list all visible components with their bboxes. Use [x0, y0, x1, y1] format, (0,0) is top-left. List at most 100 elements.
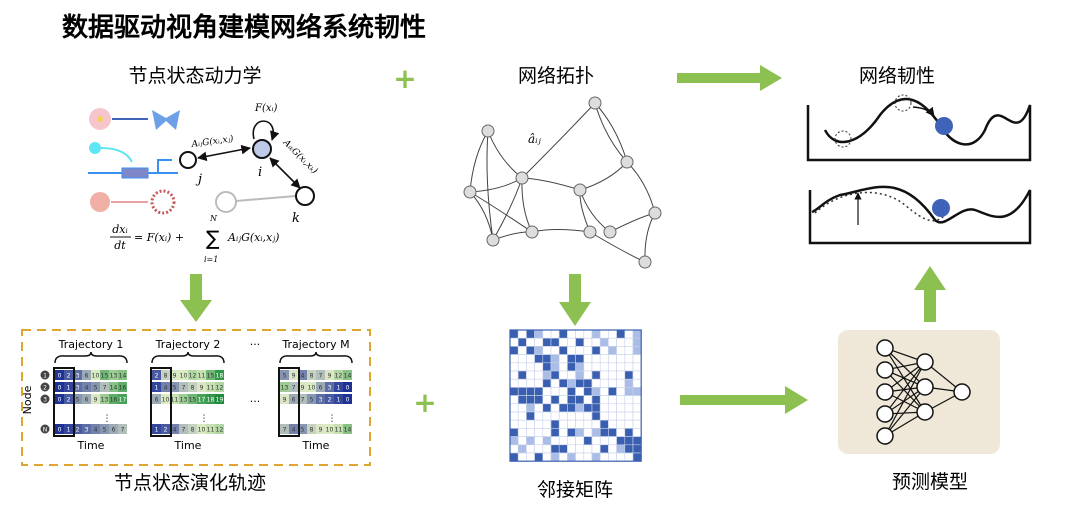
matrix-cell	[575, 346, 585, 355]
plus-sign: +	[413, 386, 436, 419]
matrix-cell	[509, 387, 519, 396]
matrix-cell	[583, 362, 593, 372]
matrix-cell	[517, 403, 527, 413]
matrix-cell	[616, 337, 626, 347]
matrix-cell	[567, 411, 576, 421]
matrix-cell	[591, 337, 601, 347]
matrix-cell	[534, 346, 544, 355]
cell-value: 11	[335, 427, 343, 434]
node-badge	[40, 382, 50, 392]
matrix-cell	[624, 329, 634, 339]
trajectory-cell	[64, 394, 73, 404]
trajectory-cell	[73, 382, 82, 392]
cell-value: 18	[216, 373, 224, 380]
trajectory-cell	[152, 424, 161, 434]
cell-value: 9	[328, 373, 332, 380]
matrix-cell	[567, 370, 576, 380]
svg-text:AᵢₖG(xᵢ,xₖ): AᵢₖG(xᵢ,xₖ)	[280, 137, 320, 177]
heading-trajectories: 节点状态演化轨迹	[114, 472, 266, 494]
node-label: 3	[43, 397, 47, 404]
cell-value: 2	[164, 427, 168, 434]
matrix-cell	[591, 436, 601, 446]
matrix-cell	[542, 354, 552, 364]
row-ellipsis: ⋮	[103, 414, 112, 424]
matrix-cell	[517, 436, 527, 446]
matrix-cell	[526, 419, 535, 429]
matrix-cell	[583, 428, 593, 437]
cell-value: 5	[103, 427, 107, 434]
matrix-cell	[583, 395, 593, 405]
trajectory-cell	[109, 424, 118, 434]
cell-value: 9	[292, 373, 296, 380]
cell-value: 9	[173, 373, 177, 380]
ellipsis: ···	[250, 395, 261, 408]
trajectory-cell	[307, 424, 316, 434]
trajectory-cell	[307, 382, 316, 392]
matrix-cell	[616, 346, 626, 355]
cell-value: 12	[216, 385, 224, 392]
trajectory-cell	[289, 394, 298, 404]
matrix-cell	[509, 362, 519, 372]
cell-value: 14	[344, 427, 352, 434]
matrix-cell	[616, 378, 626, 388]
trajectory-cell	[197, 394, 206, 404]
trajectory-cell	[298, 370, 307, 380]
matrix-cell	[599, 436, 609, 446]
matrix-cell	[550, 452, 560, 462]
cell-value: 13	[101, 397, 109, 404]
cell-value: 5	[94, 385, 98, 392]
cell-value: 8	[310, 373, 314, 380]
matrix-cell	[632, 436, 642, 446]
nn-neuron	[916, 353, 934, 371]
matrix-cell	[534, 403, 544, 413]
matrix-cell	[542, 419, 552, 429]
matrix-cell	[509, 329, 519, 339]
trajectory-cell	[316, 394, 325, 404]
matrix-cell	[632, 387, 642, 396]
topology-edge	[642, 212, 656, 263]
trajectory-cell	[91, 394, 100, 404]
trajectory-cell	[215, 382, 224, 392]
matrix-cell	[591, 444, 601, 454]
matrix-cell	[542, 329, 552, 339]
matrix-cell	[599, 337, 609, 347]
cell-value: 1	[67, 385, 71, 392]
topology-node	[638, 255, 652, 269]
matrix-cell	[616, 444, 626, 454]
trajectory-cell	[188, 382, 197, 392]
cell-value: 5	[283, 373, 287, 380]
node-label: 1	[43, 373, 47, 380]
matrix-cell	[526, 436, 535, 446]
matrix-cell	[517, 329, 527, 339]
topology-edge	[487, 130, 523, 179]
cell-value: 14	[119, 373, 127, 380]
matrix-cell	[591, 395, 601, 405]
matrix-cell	[550, 370, 560, 380]
matrix-cell	[542, 428, 552, 437]
matrix-cell	[616, 411, 626, 421]
matrix-cell	[558, 419, 568, 429]
time-window	[53, 367, 75, 437]
matrix-cell	[608, 354, 617, 364]
node-label: N	[43, 427, 48, 434]
matrix-cell	[575, 378, 585, 388]
matrix-cell	[509, 337, 519, 347]
matrix-cell	[575, 337, 585, 347]
matrix-cell	[542, 346, 552, 355]
cell-value: 7	[103, 385, 107, 392]
matrix-cell	[558, 378, 568, 388]
matrix-cell	[616, 419, 626, 429]
matrix-cell	[583, 436, 593, 446]
matrix-cell	[534, 395, 544, 405]
matrix-cell	[575, 329, 585, 339]
trajectory-title: Trajectory 1	[58, 338, 124, 351]
matrix-cell	[608, 362, 617, 372]
matrix-cell	[542, 452, 552, 462]
topology-edge	[579, 161, 628, 191]
topology-node	[486, 233, 500, 247]
matrix-cell	[517, 354, 527, 364]
matrix-cell	[632, 329, 642, 339]
matrix-cell	[534, 411, 544, 421]
trajectory-panel-border	[21, 329, 371, 466]
